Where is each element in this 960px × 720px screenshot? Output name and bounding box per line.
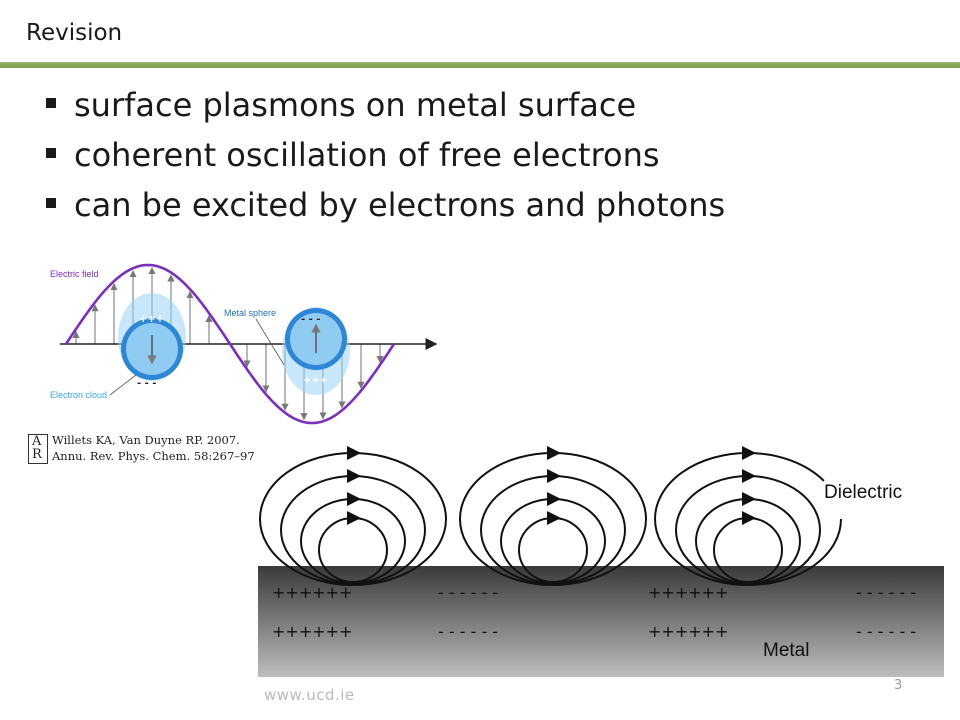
- logo-letter: R: [32, 447, 42, 462]
- minus-charge-row: - - - - - -: [856, 583, 916, 602]
- square-bullet-icon: [46, 148, 56, 158]
- plus-charge-label: +++: [139, 314, 164, 325]
- logo-letter: A: [32, 434, 42, 449]
- metal-label: Metal: [763, 640, 809, 661]
- bullet-text: coherent oscillation of free electrons: [74, 136, 660, 174]
- plus-charge-row: ++++++: [648, 622, 728, 641]
- electric-field-label: Electric field: [50, 269, 99, 279]
- minus-charge-row: - - - - - -: [438, 622, 498, 641]
- square-bullet-icon: [46, 198, 56, 208]
- header-divider: [0, 62, 960, 68]
- bullet-item: can be excited by electrons and photons: [46, 180, 725, 230]
- slide-header-title: Revision: [26, 20, 123, 46]
- bullet-item: surface plasmons on metal surface: [46, 80, 725, 130]
- metal-sphere-label: Metal sphere: [224, 308, 276, 318]
- bullet-list: surface plasmons on metal surface cohere…: [46, 80, 725, 230]
- plus-charge-row: ++++++: [648, 583, 728, 602]
- sphere-plasmon-figure: Electric field Metal sphere Electron clo…: [50, 263, 438, 425]
- electron-cloud-label: Electron cloud: [50, 390, 107, 400]
- square-bullet-icon: [46, 98, 56, 108]
- field-loops: [259, 446, 842, 586]
- plus-charge-row: ++++++: [272, 622, 352, 641]
- bullet-text: can be excited by electrons and photons: [74, 186, 726, 224]
- page-number: 3: [894, 678, 903, 693]
- minus-charge-label: - - -: [301, 314, 320, 325]
- label-leader-line: [255, 318, 285, 366]
- electric-field-wave: [64, 263, 396, 425]
- footer-url: www.ucd.ie: [264, 686, 355, 704]
- citation-line: Willets KA, Van Duyne RP. 2007.: [52, 433, 240, 447]
- plus-charge-label: +++: [303, 375, 328, 386]
- citation-line: Annu. Rev. Phys. Chem. 58:267–97: [52, 449, 255, 463]
- minus-charge-label: - - -: [137, 378, 156, 389]
- minus-charge-row: - - - - - -: [856, 622, 916, 641]
- figure-citation: A R Willets KA, Van Duyne RP. 2007. Annu…: [28, 432, 255, 464]
- bullet-item: coherent oscillation of free electrons: [46, 130, 725, 180]
- minus-charge-row: - - - - - -: [438, 583, 498, 602]
- dielectric-label: Dielectric: [824, 482, 902, 503]
- label-leader-line: [109, 374, 137, 396]
- plus-charge-row: ++++++: [272, 583, 352, 602]
- surface-plasmon-figure: Dielectric Metal ++++++ ++++++ - - - - -…: [258, 446, 944, 677]
- bullet-text: surface plasmons on metal surface: [74, 86, 637, 124]
- annual-reviews-logo: A R: [28, 434, 48, 464]
